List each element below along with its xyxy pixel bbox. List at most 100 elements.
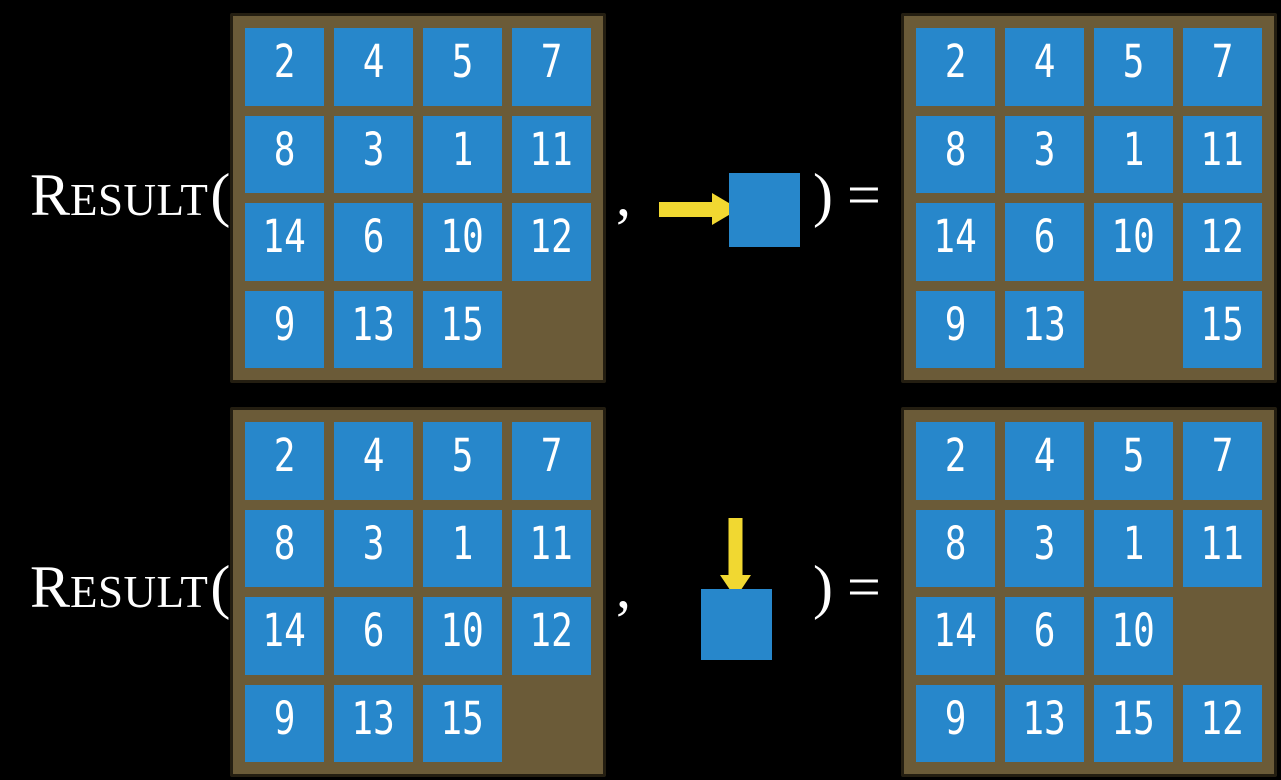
puzzle-tile: 9 xyxy=(916,290,995,368)
tile-number: 1 xyxy=(451,122,474,176)
puzzle-tile: 13 xyxy=(1005,684,1084,762)
puzzle-tile: 2 xyxy=(916,28,995,106)
puzzle-tile: 15 xyxy=(423,290,502,368)
tile-number: 7 xyxy=(1211,35,1234,89)
tile-number: 10 xyxy=(440,604,485,658)
puzzle-tile: 7 xyxy=(512,28,591,106)
puzzle-tile: 14 xyxy=(245,203,324,281)
puzzle-tile: 8 xyxy=(916,509,995,587)
puzzle-tile: 1 xyxy=(1094,115,1173,193)
puzzle-tile: 11 xyxy=(512,115,591,193)
equals-sign: = xyxy=(846,554,881,620)
tile-number: 13 xyxy=(1022,297,1067,351)
puzzle-tile: 3 xyxy=(1005,509,1084,587)
tile-number: 4 xyxy=(1033,429,1056,483)
result-label-initial: R xyxy=(30,554,71,620)
puzzle-tile: 10 xyxy=(1094,597,1173,675)
puzzle-tile: 12 xyxy=(512,203,591,281)
empty-cell xyxy=(1094,291,1173,369)
comma-separator: , xyxy=(616,554,631,620)
tile-number: 5 xyxy=(1122,429,1145,483)
puzzle-tile: 6 xyxy=(1005,597,1084,675)
puzzle-tile: 14 xyxy=(916,597,995,675)
puzzle-tile: 3 xyxy=(334,509,413,587)
puzzle-tile: 4 xyxy=(1005,422,1084,500)
tile-number: 9 xyxy=(273,691,296,745)
moved-tile-square xyxy=(729,173,800,247)
puzzle-tile: 15 xyxy=(1094,684,1173,762)
tile-number: 6 xyxy=(1033,210,1056,264)
tile-number: 14 xyxy=(933,604,978,658)
result-label-initial: R xyxy=(30,162,71,228)
puzzle-tile: 15 xyxy=(423,684,502,762)
tile-number: 6 xyxy=(362,210,385,264)
puzzle-tile: 6 xyxy=(1005,203,1084,281)
tile-number: 8 xyxy=(273,122,296,176)
puzzle-tile: 11 xyxy=(1183,509,1262,587)
tile-number: 15 xyxy=(1111,691,1156,745)
tile-number: 4 xyxy=(1033,35,1056,89)
tile-number: 2 xyxy=(944,429,967,483)
move-right-arrow-icon xyxy=(659,193,739,225)
puzzle-tile: 9 xyxy=(245,290,324,368)
puzzle-tile: 12 xyxy=(1183,203,1262,281)
puzzle-tile: 3 xyxy=(1005,115,1084,193)
puzzle-tile: 8 xyxy=(245,509,324,587)
puzzle-tile: 5 xyxy=(1094,28,1173,106)
equals-sign: = xyxy=(846,162,881,228)
tile-number: 9 xyxy=(944,691,967,745)
puzzle-tile: 13 xyxy=(1005,290,1084,368)
puzzle-tile: 1 xyxy=(1094,509,1173,587)
puzzle-tile: 9 xyxy=(916,684,995,762)
tile-number: 2 xyxy=(944,35,967,89)
tile-number: 4 xyxy=(362,429,385,483)
tile-number: 3 xyxy=(1033,122,1056,176)
puzzle-tile: 14 xyxy=(916,203,995,281)
tile-number: 12 xyxy=(529,604,574,658)
puzzle-tile: 8 xyxy=(245,115,324,193)
tile-number: 13 xyxy=(1022,691,1067,745)
close-paren: ) xyxy=(813,162,833,228)
puzzle-tile: 1 xyxy=(423,115,502,193)
tile-number: 8 xyxy=(273,516,296,570)
move-down-action xyxy=(701,518,773,660)
tile-number: 8 xyxy=(944,516,967,570)
tile-number: 14 xyxy=(262,210,307,264)
tile-number: 12 xyxy=(1200,691,1245,745)
tile-number: 5 xyxy=(451,429,474,483)
tile-number: 7 xyxy=(540,35,563,89)
puzzle-tile: 7 xyxy=(1183,422,1262,500)
tile-number: 2 xyxy=(273,35,296,89)
tile-number: 15 xyxy=(440,297,485,351)
tile-number: 1 xyxy=(1122,122,1145,176)
puzzle-tile: 10 xyxy=(423,203,502,281)
puzzle-tile: 14 xyxy=(245,597,324,675)
tile-number: 9 xyxy=(273,297,296,351)
tile-number: 7 xyxy=(540,429,563,483)
puzzle-tile: 11 xyxy=(512,509,591,587)
tile-number: 12 xyxy=(529,210,574,264)
puzzle-tile: 7 xyxy=(512,422,591,500)
close-paren-equals: ) = xyxy=(813,557,881,617)
puzzle-tile: 6 xyxy=(334,203,413,281)
tile-number: 14 xyxy=(933,210,978,264)
puzzle-tile: 3 xyxy=(334,115,413,193)
puzzle-tile: 5 xyxy=(423,422,502,500)
tile-number: 6 xyxy=(362,604,385,658)
puzzle-tile: 12 xyxy=(1183,684,1262,762)
tile-number: 5 xyxy=(451,35,474,89)
tile-number: 10 xyxy=(440,210,485,264)
tile-number: 4 xyxy=(362,35,385,89)
moved-tile-square xyxy=(701,589,772,660)
tile-number: 3 xyxy=(1033,516,1056,570)
result-label-rest: ESULT xyxy=(70,567,209,617)
empty-cell xyxy=(512,685,591,763)
tile-number: 5 xyxy=(1122,35,1145,89)
puzzle-tile: 1 xyxy=(423,509,502,587)
puzzle-tile: 10 xyxy=(423,597,502,675)
